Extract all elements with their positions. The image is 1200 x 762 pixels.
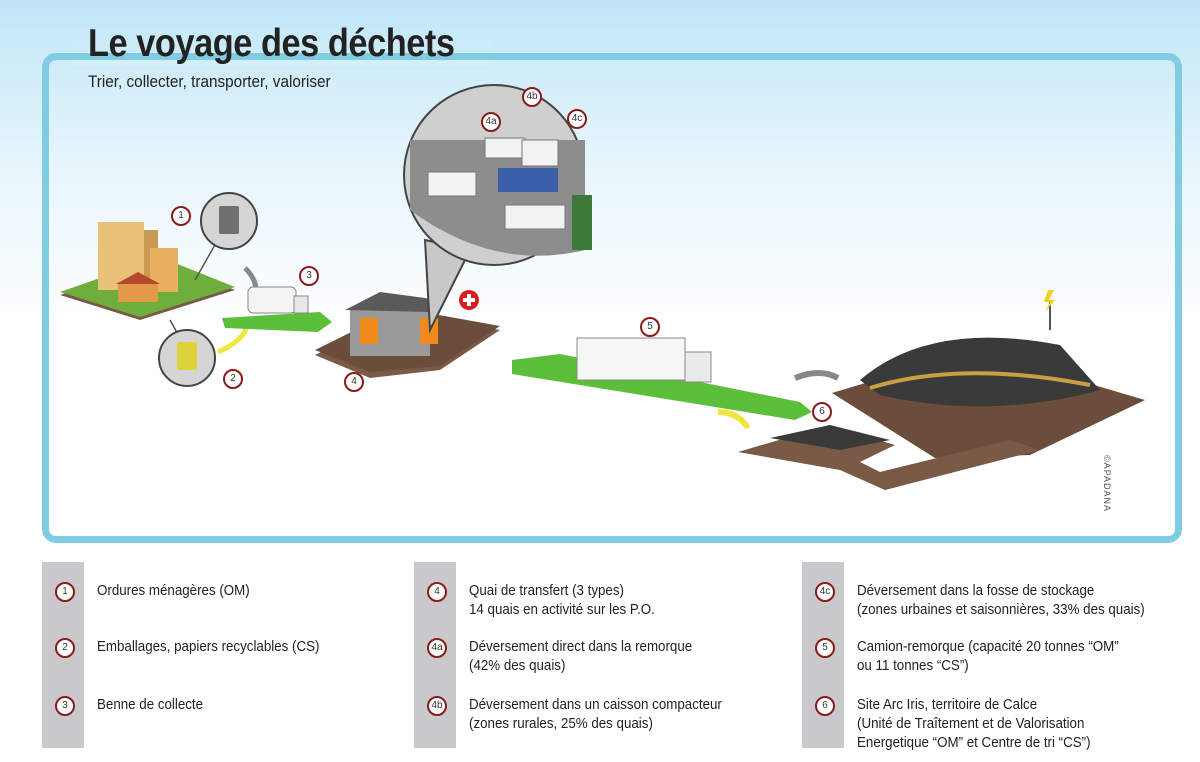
legend-text: Déversement dans un caisson compacteur(z… — [469, 697, 722, 732]
marker-2: 2 — [223, 369, 243, 389]
marker-4: 4 — [344, 372, 364, 392]
legend-text: Déversement direct dans la remorque(42% … — [469, 639, 693, 674]
bin-bubble-om — [194, 192, 258, 281]
legend-badge: 2 — [55, 638, 75, 658]
legend-badge: 6 — [815, 696, 835, 716]
marker-1: 1 — [171, 206, 191, 226]
legend-text: Ordures ménagères (OM) — [97, 583, 250, 599]
road-segment — [222, 312, 332, 332]
illustration-frame — [42, 53, 1182, 543]
legend-text: Déversement dans la fosse de stockage(zo… — [857, 583, 1145, 618]
legend-text: Site Arc Iris, territoire de Calce(Unité… — [857, 697, 1091, 751]
legend-badge: 5 — [815, 638, 835, 658]
credit-apadana: ©APADANA — [1102, 455, 1112, 512]
marker-4c: 4c — [567, 109, 587, 129]
marker-4b: 4b — [522, 87, 542, 107]
marker-6: 6 — [812, 402, 832, 422]
legend-badge: 4 — [427, 582, 447, 602]
legend-badge: 3 — [55, 696, 75, 716]
legend-column-2: 4 Quai de transfert (3 types)14 quais en… — [414, 562, 794, 748]
transfer-detail-bubble — [403, 84, 592, 334]
arrow-icon — [216, 324, 250, 355]
lightning-icon — [1044, 290, 1055, 312]
legend-text: Camion-remorque (capacité 20 tonnes “OM”… — [857, 639, 1119, 674]
legend-badge: 4a — [427, 638, 447, 658]
town-illustration — [60, 222, 235, 320]
marker-4a: 4a — [481, 112, 501, 132]
bin-bubble-cs — [158, 319, 216, 387]
legend-text: Quai de transfert (3 types)14 quais en a… — [469, 583, 655, 618]
legend-badge: 1 — [55, 582, 75, 602]
legend-column-3: 4c Déversement dans la fosse de stockage… — [802, 562, 1200, 751]
collection-truck — [247, 286, 309, 314]
legend-badge: 4c — [815, 582, 835, 602]
plus-icon — [459, 290, 479, 310]
arrow-icon — [793, 370, 840, 381]
arc-iris-site — [738, 290, 1145, 490]
legend-badge: 4b — [427, 696, 447, 716]
legend-text: Benne de collecte — [97, 697, 204, 713]
semi-trailer-truck — [576, 337, 712, 383]
transfer-station — [315, 292, 500, 378]
arrow-icon — [717, 409, 751, 430]
page-title: Le voyage des déchets — [88, 22, 455, 65]
marker-5: 5 — [640, 317, 660, 337]
page-subtitle: Trier, collecter, transporter, valoriser — [88, 72, 331, 91]
legend-column-1: 1 Ordures ménagères (OM) 2 Emballages, p… — [42, 562, 402, 748]
marker-3: 3 — [299, 266, 319, 286]
legend-text: Emballages, papiers recyclables (CS) — [97, 639, 320, 655]
